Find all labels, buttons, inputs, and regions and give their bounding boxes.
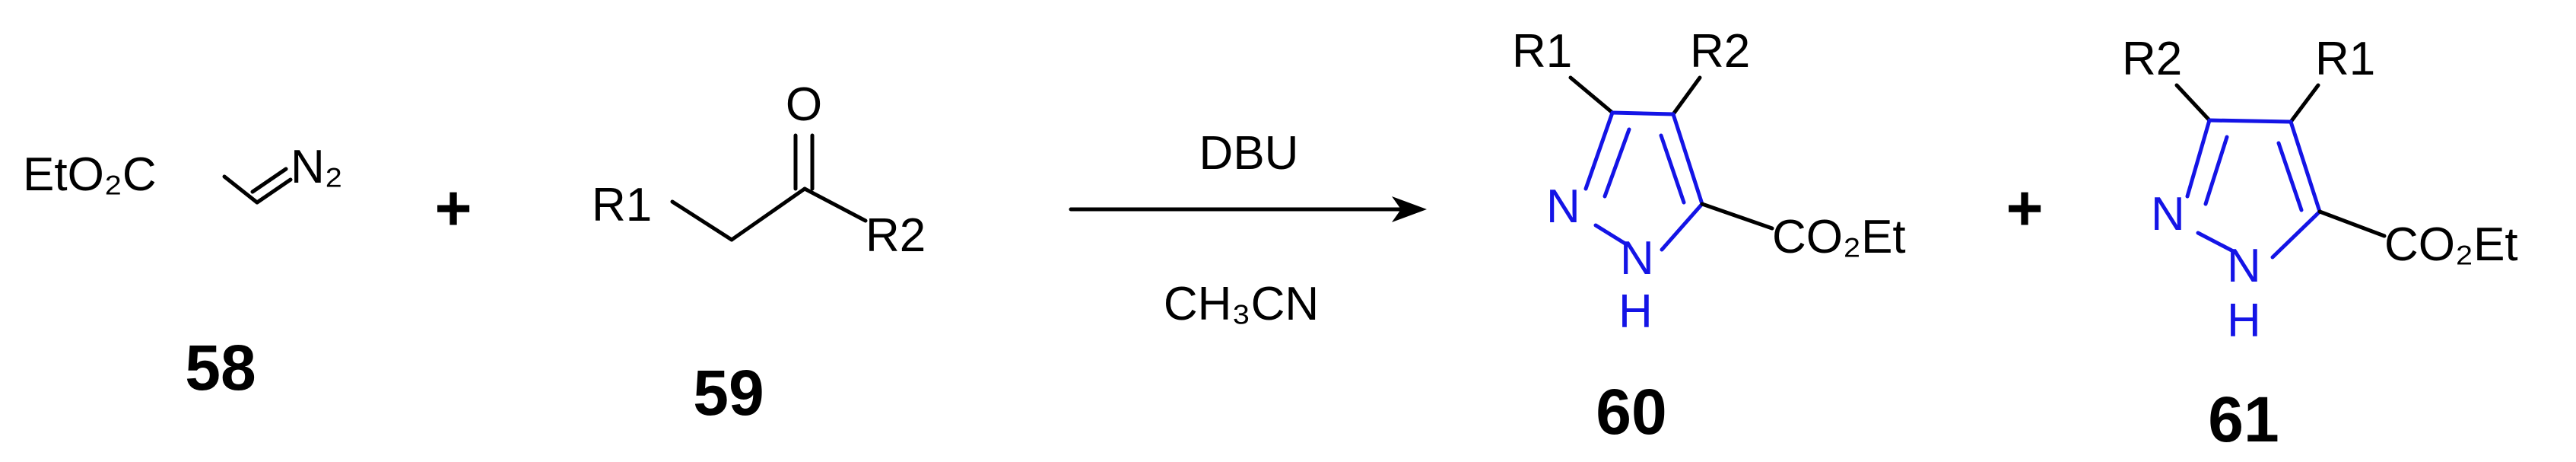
substituent-top-left: R2 — [2122, 33, 2182, 85]
ring-c3-n2-inner-bond — [2203, 135, 2229, 206]
carbonyl-oxygen-label: O — [786, 78, 822, 131]
c-ch-bond — [222, 174, 259, 205]
solvent-label: CH₃CN — [1164, 278, 1319, 330]
reagent-label: DBU — [1199, 127, 1299, 180]
substituent-top-right: R2 — [1690, 25, 1750, 78]
compound-number-60: 60 — [1596, 376, 1666, 448]
c3-substituent-bond — [2174, 83, 2212, 123]
ring-n-label: N — [2151, 188, 2185, 241]
ring-c3-n2-bond — [1583, 110, 1615, 191]
r2-label: R2 — [866, 209, 926, 262]
reaction-arrow: DBU CH₃CN — [1069, 127, 1427, 330]
c5-ester-bond — [2317, 209, 2387, 238]
ring-c5-n1-bond — [2270, 209, 2322, 260]
diazo-n2-label: N₂ — [291, 141, 343, 193]
ring-c4-c5-bond — [1671, 112, 1704, 206]
plus-sign-1: + — [434, 172, 472, 244]
c4-substituent-bond — [2289, 83, 2320, 124]
plus-sign-2: + — [2006, 172, 2043, 244]
substituent-top-right: R1 — [2315, 33, 2375, 85]
ring-n2-n1-bond — [1593, 223, 1630, 247]
c5-ester-bond — [1700, 202, 1774, 231]
compound-61: R2 R1 N N H CO₂Et 61 — [2122, 33, 2518, 455]
ring-nh-label: N — [1620, 232, 1654, 285]
substituent-top-left: R1 — [1512, 25, 1572, 78]
ring-h-label: H — [1618, 285, 1653, 338]
compound-number-58: 58 — [185, 332, 256, 403]
co-r2-bond — [802, 186, 868, 223]
ring-c3-n2-inner-bond — [1602, 127, 1631, 199]
ch-n-double-bond-b — [250, 167, 288, 194]
ring-n2-n1-bond — [2196, 231, 2238, 255]
ring-c3-c4-bond — [2207, 118, 2293, 124]
c3-substituent-bond — [1568, 75, 1615, 115]
compound-58: EtO₂C N₂ 58 — [23, 141, 343, 403]
ring-c3-n2-bond — [2185, 118, 2212, 199]
arrow-head — [1392, 196, 1427, 222]
compound-60: R1 R2 N N H CO₂Et 60 — [1512, 25, 1906, 448]
compound-number-59: 59 — [693, 357, 764, 429]
ester-label: CO₂Et — [1772, 211, 1906, 263]
ring-c4-c5-inner-bond — [1659, 133, 1686, 205]
ring-c4-c5-inner-bond — [2276, 141, 2304, 212]
ch-n-double-bond-a — [255, 177, 293, 205]
ring-nh-label: N — [2227, 240, 2261, 292]
ring-c3-c4-bond — [1610, 110, 1676, 116]
ring-h-label: H — [2227, 295, 2261, 347]
ring-c5-n1-bond — [1660, 202, 1704, 252]
ester-label: CO₂Et — [2384, 218, 2518, 271]
c4-substituent-bond — [1671, 75, 1702, 116]
r1-ch2-bond — [670, 199, 734, 242]
r1-label: R1 — [592, 179, 652, 231]
ethyl-ester-label: EtO₂C — [23, 148, 157, 201]
compound-number-61: 61 — [2208, 384, 2279, 455]
ring-c4-c5-bond — [2289, 119, 2322, 214]
ring-n-label: N — [1546, 180, 1580, 233]
ch2-co-bond — [729, 186, 807, 242]
compound-59: R1 O R2 59 — [592, 78, 926, 429]
